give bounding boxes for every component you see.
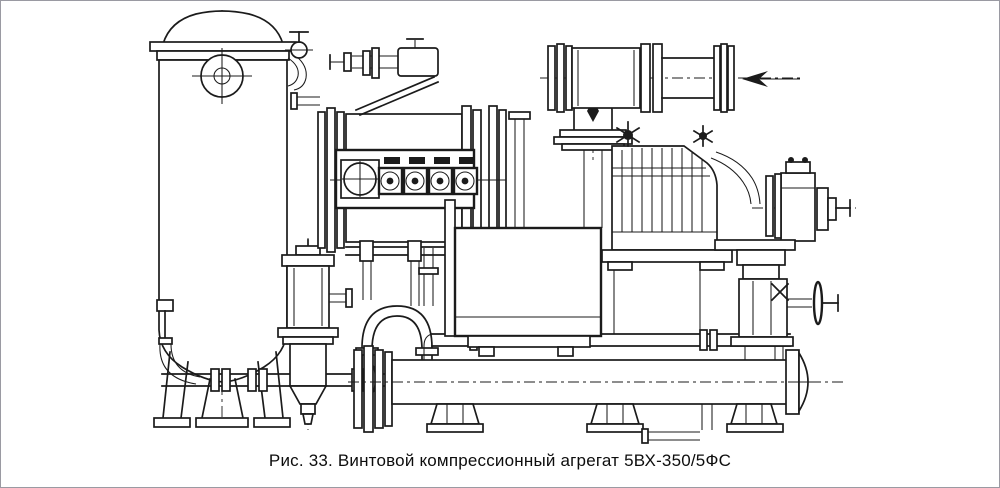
base-frame-panel [444,199,603,357]
figure-caption: Рис. 33. Винтовой компрессионный агрегат… [268,451,732,470]
side-valve [770,280,839,326]
flow-direction-arrow [742,71,800,87]
oil-separator-vessel [149,10,313,428]
compressor-top-piping [329,38,440,117]
tank-side-fitting [156,299,201,385]
oil-pump-unit [714,157,856,360]
electric-motor [601,121,761,334]
oil-filter-vessel [277,238,353,430]
instrument-panel [330,148,506,210]
motor-top-fitting [615,121,714,147]
suction-pipe [540,43,800,113]
oil-cooler [348,329,846,444]
tank-top-valve [285,31,313,91]
cooler-drain-piping [641,404,713,444]
cooler-saddles [426,403,784,433]
screw-compressor [290,38,531,306]
